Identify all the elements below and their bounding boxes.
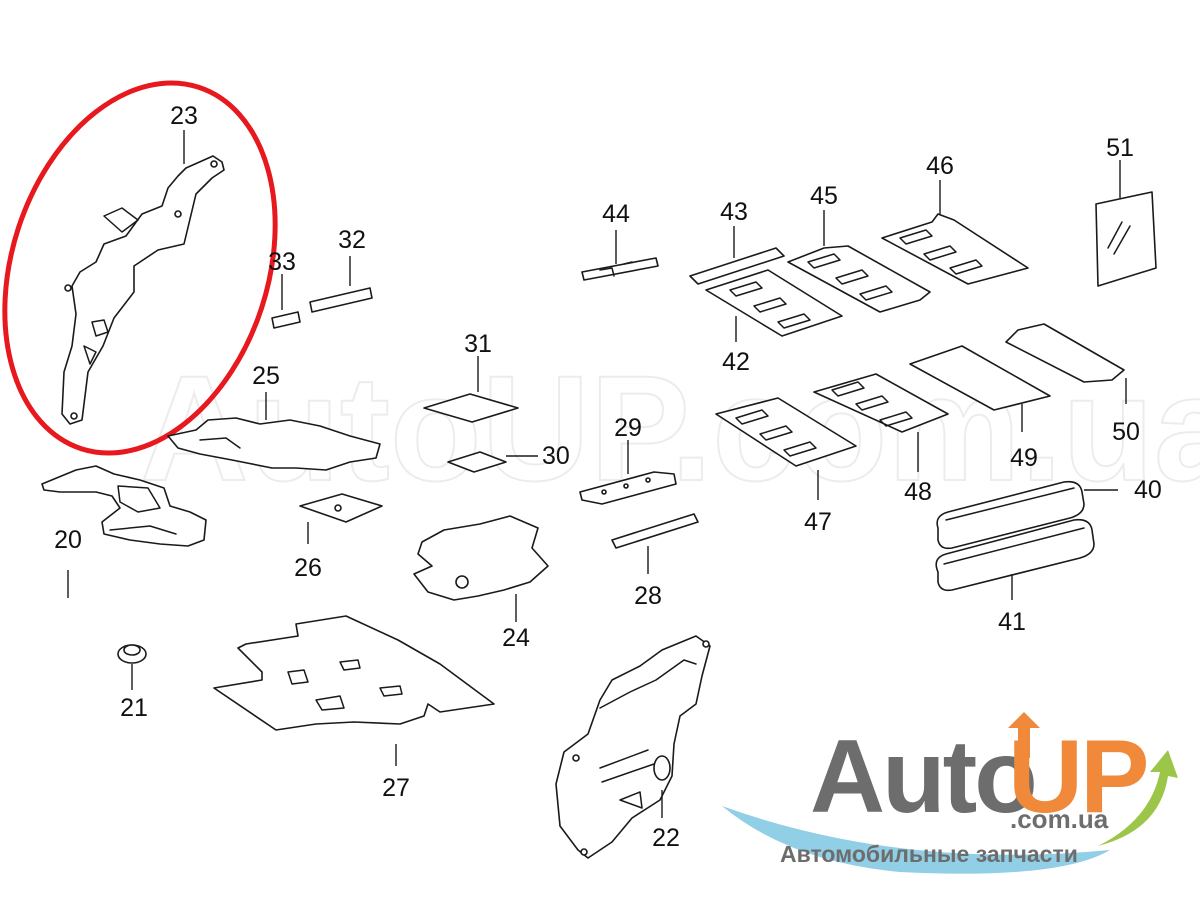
callout-25: 25 bbox=[252, 362, 280, 390]
logo-arrow-right bbox=[1098, 750, 1178, 846]
part-51[interactable] bbox=[1095, 191, 1157, 287]
callout-21: 21 bbox=[120, 694, 148, 722]
part-48[interactable] bbox=[813, 373, 949, 433]
callout-30: 30 bbox=[542, 442, 570, 470]
part-50[interactable] bbox=[1005, 323, 1125, 383]
callout-31: 31 bbox=[464, 330, 492, 358]
callout-24: 24 bbox=[502, 624, 530, 652]
part-25[interactable] bbox=[167, 417, 381, 471]
part-26[interactable] bbox=[299, 493, 383, 523]
callout-26: 26 bbox=[294, 554, 322, 582]
part-29[interactable] bbox=[579, 471, 677, 505]
part-41[interactable] bbox=[935, 518, 1095, 592]
callout-40: 40 bbox=[1134, 476, 1162, 504]
callout-22: 22 bbox=[652, 824, 680, 852]
callout-51: 51 bbox=[1106, 134, 1134, 162]
callout-50: 50 bbox=[1112, 418, 1140, 446]
part-33[interactable] bbox=[271, 311, 301, 329]
callout-45: 45 bbox=[810, 182, 838, 210]
logo-word-auto: Auto bbox=[810, 719, 1035, 835]
part-42[interactable] bbox=[705, 269, 843, 337]
part-22[interactable] bbox=[555, 635, 711, 859]
part-32[interactable] bbox=[309, 287, 373, 313]
highlight-circle bbox=[2, 80, 278, 456]
logo-arrow-up bbox=[1008, 712, 1040, 758]
part-43[interactable] bbox=[689, 247, 785, 285]
part-23[interactable] bbox=[61, 155, 225, 425]
callout-27: 27 bbox=[382, 774, 410, 802]
callout-32: 32 bbox=[338, 226, 366, 254]
part-28[interactable] bbox=[611, 513, 699, 549]
callout-44: 44 bbox=[602, 200, 630, 228]
part-21[interactable] bbox=[117, 644, 147, 664]
logo-tagline: Автомобильные запчасти bbox=[780, 841, 1078, 867]
part-47[interactable] bbox=[715, 397, 857, 467]
part-31[interactable] bbox=[423, 393, 519, 423]
logo-word-up: UP bbox=[1008, 719, 1146, 835]
part-40[interactable] bbox=[936, 480, 1085, 550]
part-27[interactable] bbox=[213, 615, 495, 731]
part-49[interactable] bbox=[909, 345, 1051, 411]
callout-46: 46 bbox=[926, 152, 954, 180]
part-30[interactable] bbox=[447, 451, 507, 473]
callout-20: 20 bbox=[54, 526, 82, 554]
callout-42: 42 bbox=[722, 348, 750, 376]
callout-33: 33 bbox=[268, 248, 296, 276]
part-44[interactable] bbox=[581, 257, 659, 281]
part-24[interactable] bbox=[413, 515, 549, 601]
callout-29: 29 bbox=[614, 414, 642, 442]
logo-domain: .com.ua bbox=[1010, 804, 1109, 834]
callout-48: 48 bbox=[904, 478, 932, 506]
part-46[interactable] bbox=[881, 213, 1029, 285]
callout-28: 28 bbox=[634, 582, 662, 610]
callout-41: 41 bbox=[998, 608, 1026, 636]
logo-swoosh bbox=[722, 806, 1110, 874]
brand-logo: Auto UP .com.ua Автомобильные запчасти bbox=[722, 712, 1178, 874]
part-45[interactable] bbox=[787, 245, 931, 313]
callout-43: 43 bbox=[720, 198, 748, 226]
part-20[interactable] bbox=[41, 465, 207, 547]
callout-47: 47 bbox=[804, 508, 832, 536]
callout-23: 23 bbox=[170, 102, 198, 130]
callout-49: 49 bbox=[1010, 444, 1038, 472]
